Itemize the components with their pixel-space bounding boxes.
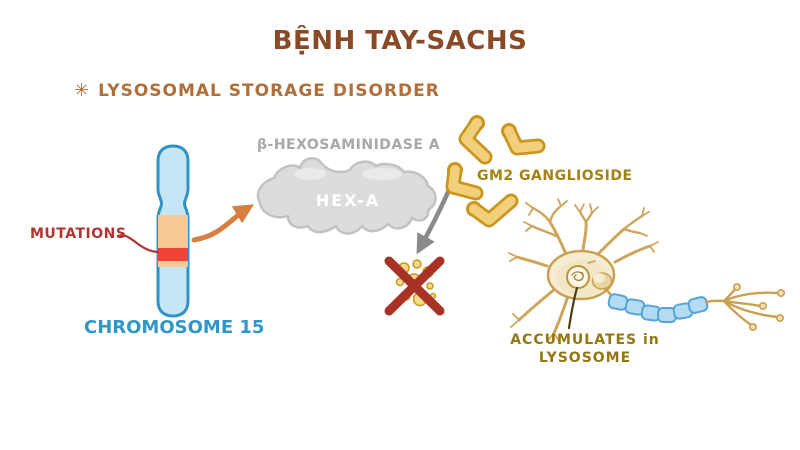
subtitle-text: LYSOSOMAL STORAGE DISORDER (98, 81, 440, 101)
axon-terminals (704, 282, 785, 331)
accumulates-line2: LYSOSOME (538, 350, 632, 366)
neuron-illustration (508, 198, 785, 342)
lysosome (566, 265, 590, 289)
soma-detail-line (587, 260, 596, 264)
gene-to-enzyme-arrow (191, 204, 254, 243)
gm2-molecule (458, 115, 493, 165)
accumulates-line1: ACCUMULATES in (510, 332, 660, 348)
mutations-pointer-line (116, 234, 160, 254)
nucleus (591, 272, 613, 290)
gm2-molecule (445, 162, 484, 201)
terminal-knobs (732, 282, 785, 331)
chromosome-15-illustration (156, 144, 190, 318)
gm2-molecule (466, 193, 519, 228)
gm2-molecule (501, 123, 546, 156)
hexosaminidase-caption: β-HEXOSAMINIDASE A (257, 137, 441, 153)
blocked-cross-icon (384, 256, 445, 316)
subtitle: ✳ LYSOSOMAL STORAGE DISORDER (74, 80, 440, 101)
asterisk-icon: ✳ (74, 80, 91, 101)
gm2-ganglioside-molecules (445, 115, 546, 228)
gm2-ganglioside-label: GM2 GANGLIOSIDE (477, 168, 633, 184)
accumulates-label: ACCUMULATES in LYSOSOME (499, 331, 671, 367)
chromosome-15-label: CHROMOSOME 15 (84, 317, 265, 338)
myelin-sheath (607, 293, 709, 323)
dendrites (508, 198, 659, 342)
blob-highlight (294, 168, 326, 180)
mutation-band-red (158, 248, 188, 261)
mutations-label: MUTATIONS (30, 226, 127, 242)
hexa-name-label: HEX-A (315, 191, 381, 210)
diagram-title: BỆNH TAY-SACHS (272, 26, 528, 56)
hexa-enzyme-blob (256, 156, 437, 235)
blob-highlight (362, 168, 402, 180)
lysosome-pointer-line (567, 286, 579, 330)
